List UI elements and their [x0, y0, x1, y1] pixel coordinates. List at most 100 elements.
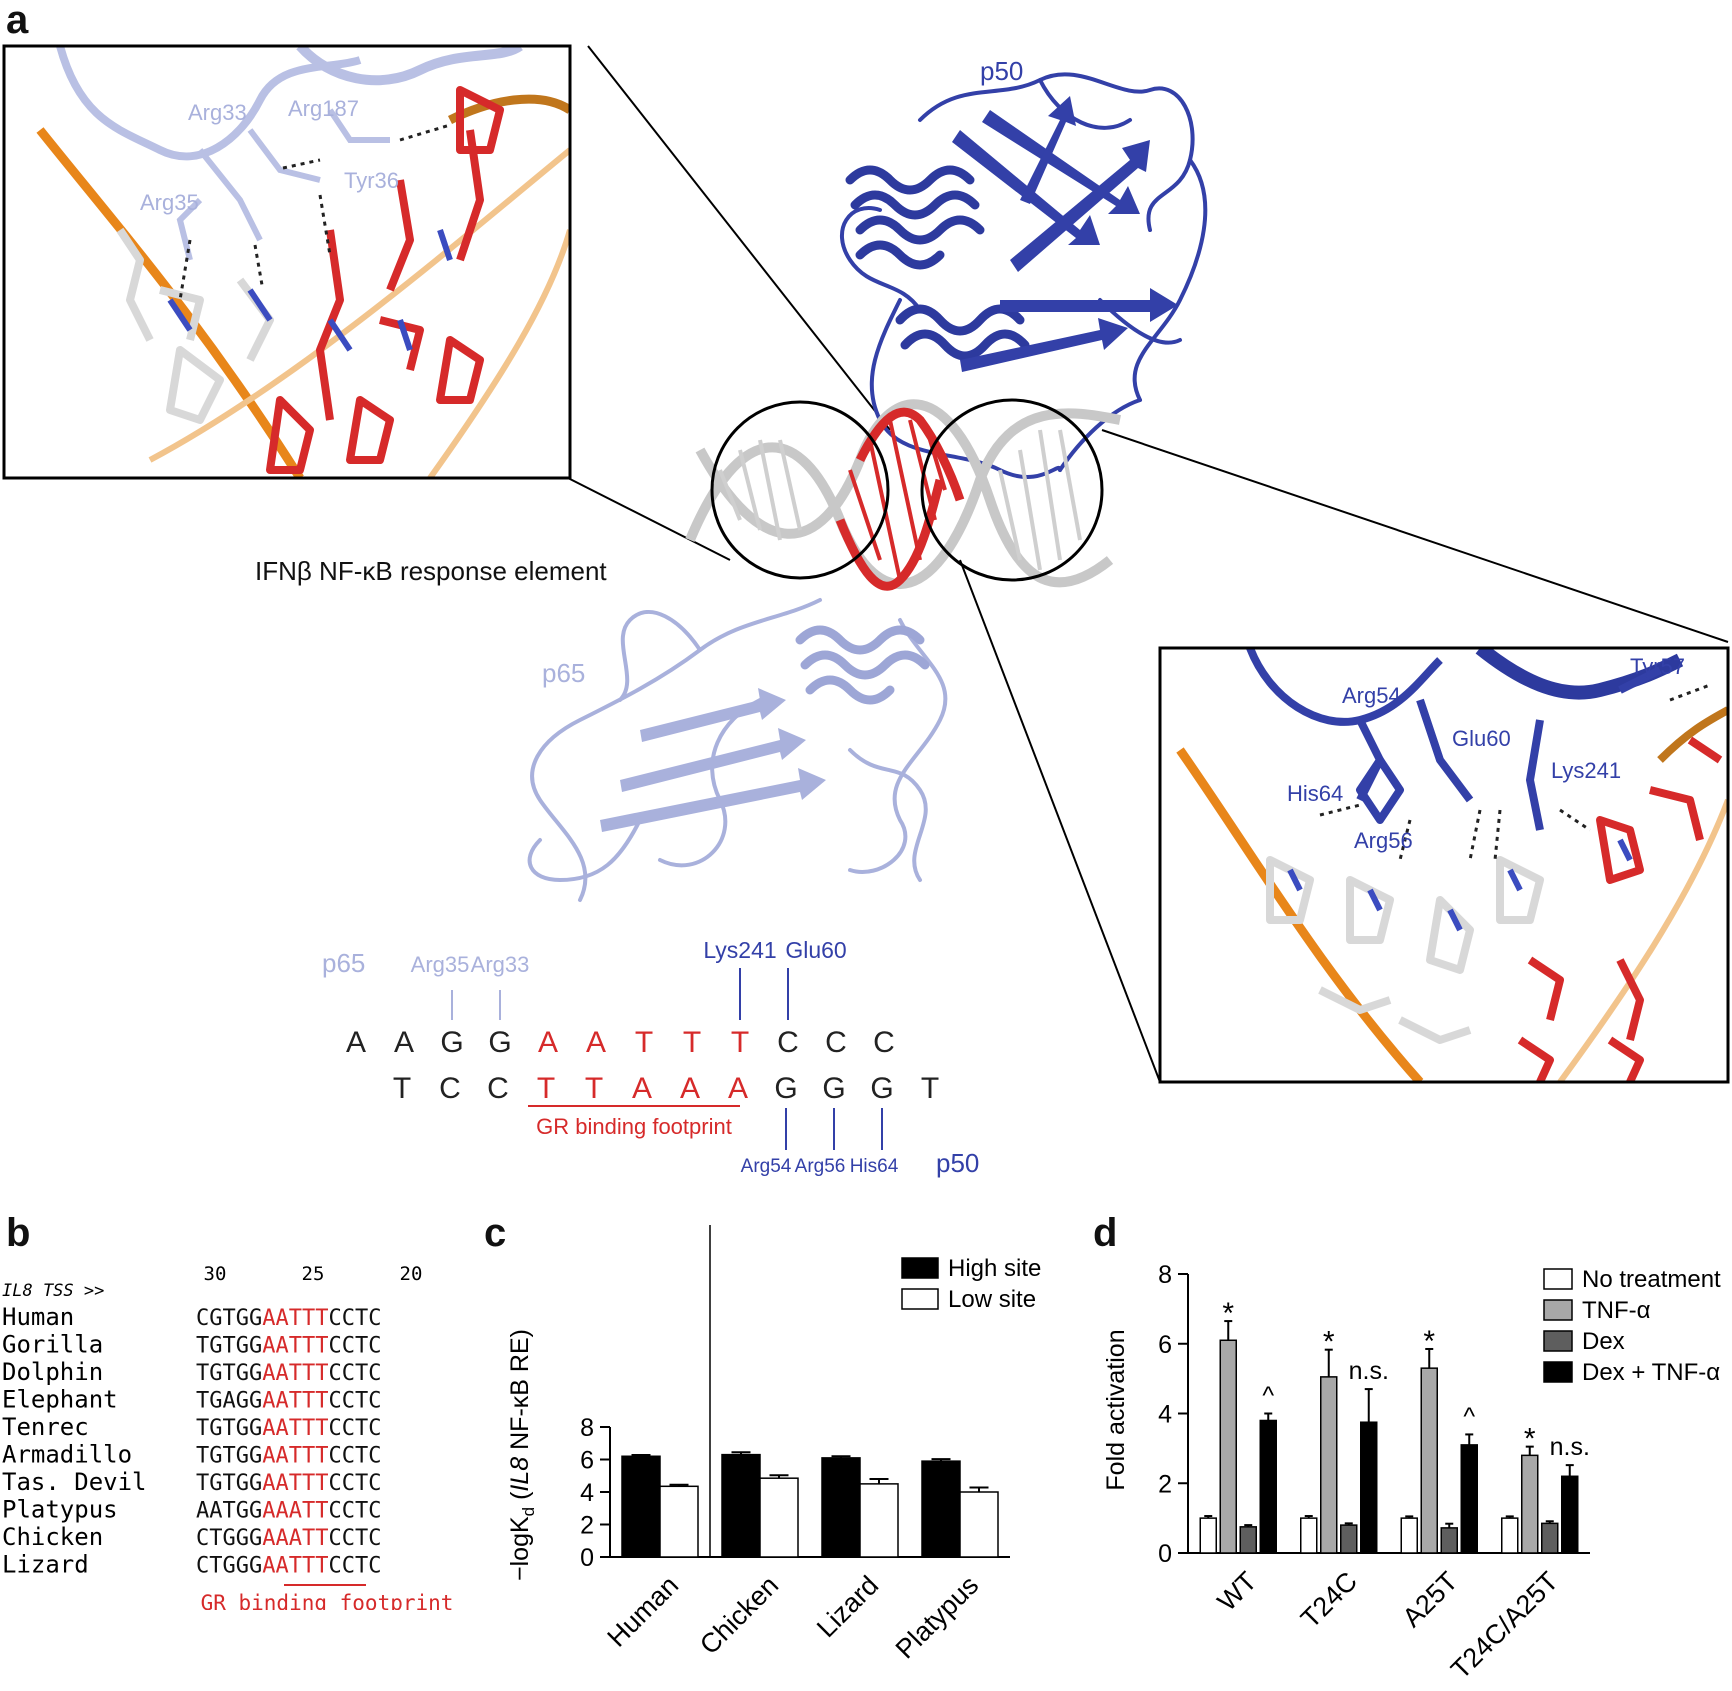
seq-bottom-base: C: [487, 1072, 509, 1105]
bar: [859, 1483, 899, 1558]
significance-annotation: *: [1222, 1297, 1234, 1330]
seq-contact-label: Arg56: [795, 1156, 846, 1177]
legend-label: Low site: [948, 1286, 1036, 1313]
alignment-sequence: TGAGGAATTTCCTC: [196, 1389, 381, 1414]
significance-annotation: *: [1524, 1423, 1536, 1456]
seq-contact-label: Glu60: [785, 937, 846, 963]
bar: [1460, 1444, 1478, 1554]
x-tick-label: WT: [1212, 1566, 1263, 1617]
alignment-species: Tenrec: [2, 1413, 89, 1441]
bar: [1360, 1421, 1378, 1554]
y-tick-label: 4: [580, 1479, 594, 1507]
inset-left-residue-arg33: Arg33: [188, 100, 247, 125]
seq-bottom-base: C: [439, 1072, 461, 1105]
p65-protein-cartoon: [527, 598, 948, 902]
significance-annotation: n.s.: [1349, 1357, 1389, 1385]
seq-p65-label: p65: [322, 948, 365, 978]
alignment-sequence: TGTGGAATTTCCTC: [196, 1416, 381, 1441]
significance-annotation: ^: [1463, 1402, 1475, 1430]
seq-top-base: A: [346, 1026, 366, 1059]
bar: [721, 1453, 761, 1558]
callout-line: [567, 477, 731, 561]
position-25: 25: [302, 1263, 325, 1285]
inset-right-residue-arg54: Arg54: [1342, 683, 1401, 708]
x-tick-label: Chicken: [694, 1570, 784, 1660]
bar: [959, 1491, 999, 1558]
alignment-sequence: TGTGGAATTTCCTC: [196, 1334, 381, 1359]
y-tick-label: 2: [1158, 1470, 1172, 1498]
legend-label: No treatment: [1582, 1266, 1721, 1293]
panel-label-d: d: [1093, 1211, 1118, 1255]
seq-top-base: G: [440, 1026, 463, 1059]
alignment-species: Platypus: [2, 1496, 118, 1524]
seq-bottom-base: A: [728, 1072, 748, 1105]
alignment-species: Tas. Devil: [2, 1468, 147, 1496]
x-tick-label: Human: [601, 1570, 684, 1653]
bar: [1400, 1517, 1418, 1554]
p50-protein-cartoon: [839, 72, 1208, 479]
seq-bottom-base: T: [921, 1072, 939, 1105]
seq-contact-label: Arg35: [411, 952, 470, 977]
c-y-axis-label: −logKd (IL8 NF-κB RE): [506, 1329, 538, 1581]
contact-circle-left: [710, 400, 890, 580]
alignment-species: Dolphin: [2, 1358, 103, 1386]
inset-right-residue-his64: His64: [1287, 781, 1343, 806]
y-tick-label: 8: [1158, 1261, 1172, 1289]
seq-top-base: T: [731, 1026, 749, 1059]
inset-right-residue-glu60: Glu60: [1452, 726, 1511, 751]
alignment-footprint-label: GR binding footprint: [201, 1591, 454, 1610]
bar: [1420, 1367, 1438, 1554]
seq-bottom-base: T: [585, 1072, 603, 1105]
legend-swatch: [1543, 1361, 1573, 1383]
seq-top-base: A: [586, 1026, 606, 1059]
alignment-species: Armadillo: [2, 1441, 132, 1469]
alignment-species: Lizard: [2, 1551, 89, 1579]
bar: [1501, 1517, 1519, 1554]
bar: [1300, 1517, 1318, 1554]
significance-annotation: *: [1423, 1325, 1435, 1358]
seq-contact-label: Arg54: [741, 1156, 792, 1177]
legend-label: Dex + TNF-α: [1582, 1359, 1720, 1386]
response-element-label: IFNβ NF-κB response element: [255, 556, 607, 586]
callout-line: [1101, 429, 1729, 643]
inset-left-residue-tyr36: Tyr36: [344, 168, 399, 193]
y-tick-label: 8: [580, 1414, 594, 1442]
p50-label: p50: [980, 56, 1023, 86]
x-tick-label: A25T: [1397, 1566, 1464, 1633]
legend-swatch: [1543, 1330, 1573, 1352]
y-tick-label: 6: [580, 1447, 594, 1475]
seq-top-base: T: [683, 1026, 701, 1059]
d-y-axis-label: Fold activation: [1102, 1329, 1130, 1490]
bar: [1340, 1524, 1358, 1554]
bar: [921, 1460, 961, 1558]
bar: [1440, 1527, 1458, 1554]
legend-swatch: [1543, 1268, 1573, 1290]
alignment-species: Gorilla: [2, 1331, 103, 1359]
seq-bottom-base: G: [822, 1072, 845, 1105]
callout-line: [587, 45, 891, 431]
y-tick-label: 4: [1158, 1401, 1172, 1429]
alignment-sequence: AATGGAAATTCCTC: [196, 1499, 381, 1524]
inset-left-residue-arg35: Arg35: [140, 190, 199, 215]
seq-bottom-base: A: [632, 1072, 652, 1105]
x-tick-label: T24C/A25T: [1445, 1566, 1564, 1685]
significance-annotation: n.s.: [1550, 1433, 1590, 1461]
seq-footprint-label: GR binding footprint: [536, 1114, 732, 1139]
panel-label-b: b: [6, 1211, 31, 1255]
bar: [759, 1477, 799, 1558]
inset-right-residue-lys241: Lys241: [1551, 758, 1621, 783]
callout-line: [959, 559, 1161, 1083]
seq-contact-label: His64: [850, 1156, 899, 1177]
alignment-species: Chicken: [2, 1523, 103, 1551]
alignment-species: Human: [2, 1303, 74, 1331]
alignment-species: Elephant: [2, 1386, 118, 1414]
inset-left-residue-arg187: Arg187: [288, 96, 359, 121]
alignment-sequence: TGTGGAATTTCCTC: [196, 1444, 381, 1469]
legend-label: TNF-α: [1582, 1297, 1651, 1324]
inset-right-residue-tyr57: Tyr57: [1630, 654, 1685, 679]
bar: [1561, 1475, 1579, 1554]
alignment-sequence: TGTGGAATTTCCTC: [196, 1361, 381, 1386]
y-tick-label: 2: [580, 1512, 594, 1540]
y-tick-label: 0: [580, 1544, 594, 1572]
